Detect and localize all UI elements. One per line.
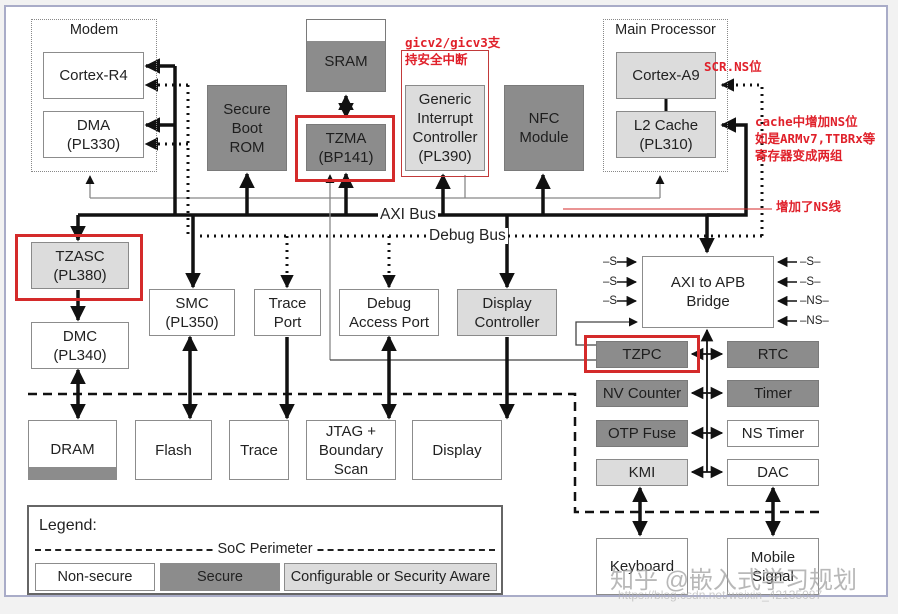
- display-controller-block[interactable]: Display Controller: [457, 289, 557, 336]
- bridge-signal-left-3: –S–: [603, 295, 624, 307]
- main-processor-title: Main Processor: [615, 22, 716, 38]
- smc-block[interactable]: SMC (PL350): [149, 289, 235, 336]
- legend-soc-perimeter: SoC Perimeter: [35, 541, 495, 557]
- tzma-highlight: [295, 115, 395, 182]
- legend-configurable: Configurable or Security Aware: [284, 563, 497, 591]
- cache-note-line3: 寄存器变成两组: [755, 148, 843, 163]
- mobile-signal-block[interactable]: Mobile Signal: [727, 538, 819, 595]
- dram-block[interactable]: DRAM: [28, 420, 117, 480]
- bridge-signal-left-1: –S–: [603, 256, 624, 268]
- trace-block[interactable]: Trace: [229, 420, 289, 480]
- bridge-signal-right-2: –S–: [800, 276, 821, 288]
- cache-note-line1: cache中增加NS位: [755, 114, 858, 129]
- display-block[interactable]: Display: [412, 420, 502, 480]
- tzasc-block[interactable]: TZASC (PL380): [31, 242, 129, 289]
- soc-perimeter: [28, 392, 822, 514]
- legend-secure: Secure: [160, 563, 280, 591]
- watermark-text: 知乎 @嵌入式学习规划: [610, 567, 858, 594]
- otp-fuse-block[interactable]: OTP Fuse: [596, 420, 688, 447]
- axi-apb-bridge-block[interactable]: AXI to APB Bridge: [642, 256, 774, 328]
- tzasc-highlight: [15, 234, 143, 301]
- arrow-l2-cache: [707, 117, 748, 217]
- legend: Legend: SoC Perimeter Non-secure Secure …: [27, 505, 503, 595]
- modem-title: Modem: [69, 22, 119, 38]
- kmi-block[interactable]: KMI: [596, 459, 688, 486]
- gic-note-line2: 持安全中断: [405, 52, 468, 67]
- nfc-block[interactable]: NFC Module: [504, 85, 584, 171]
- tzpc-block[interactable]: TZPC: [596, 341, 688, 368]
- gic-highlight: [401, 50, 489, 177]
- secure-boot-rom-block[interactable]: Secure Boot ROM: [207, 85, 287, 171]
- nv-counter-block[interactable]: NV Counter: [596, 380, 688, 407]
- sram-label: SRAM: [324, 53, 368, 70]
- cache-note-line2: 如是ARMv7,TTBRx等: [755, 131, 876, 146]
- debug-arrow-cortex-a9: [720, 78, 764, 236]
- modem-group: Modem: [31, 19, 157, 172]
- dmc-block[interactable]: DMC (PL340): [31, 322, 129, 369]
- bottom-strip: [0, 600, 898, 614]
- tzma-block[interactable]: TZMA (BP141): [306, 124, 386, 171]
- jtag-block[interactable]: JTAG + Boundary Scan: [306, 420, 396, 480]
- legend-non-secure: Non-secure: [35, 563, 155, 591]
- gic-note-line1: gicv2/gicv3支: [405, 35, 501, 50]
- l2-cache-block[interactable]: L2 Cache (PL310): [616, 111, 716, 158]
- dram-label: DRAM: [50, 441, 95, 458]
- cortex-r4-block[interactable]: Cortex-R4: [43, 52, 144, 99]
- flash-block[interactable]: Flash: [135, 420, 212, 480]
- gic-block[interactable]: Generic Interrupt Controller (PL390): [405, 85, 485, 171]
- main-processor-group: Main Processor: [603, 19, 728, 172]
- bridge-signal-right-4: –NS–: [800, 315, 829, 327]
- bridge-signal-right-3: –NS–: [800, 295, 829, 307]
- ns-timer-block[interactable]: NS Timer: [727, 420, 819, 447]
- ns-line-note: 增加了NS线: [776, 199, 842, 214]
- trace-port-block[interactable]: Trace Port: [254, 289, 321, 336]
- dma-block[interactable]: DMA (PL330): [43, 111, 144, 158]
- legend-title: Legend:: [39, 517, 97, 534]
- axi-bus-label: AXI Bus: [378, 206, 438, 223]
- debug-bus-label: Debug Bus: [427, 227, 508, 244]
- legend-perimeter-label: SoC Perimeter: [216, 541, 314, 557]
- watermark-url: https://blog.csdn.net/weixin_42135087: [618, 588, 823, 602]
- tzpc-highlight: [584, 335, 700, 373]
- dac-block[interactable]: DAC: [727, 459, 819, 486]
- timer-block[interactable]: Timer: [727, 380, 819, 407]
- bridge-signal-left-2: –S–: [603, 276, 624, 288]
- rtc-block[interactable]: RTC: [727, 341, 819, 368]
- keyboard-block[interactable]: Keyboard: [596, 538, 688, 595]
- sram-block[interactable]: SRAM: [306, 19, 386, 92]
- scr-note: SCR.NS位: [704, 59, 762, 74]
- debug-access-port-block[interactable]: Debug Access Port: [339, 289, 439, 336]
- cortex-a9-block[interactable]: Cortex-A9: [616, 52, 716, 99]
- bridge-signal-right-1: –S–: [800, 256, 821, 268]
